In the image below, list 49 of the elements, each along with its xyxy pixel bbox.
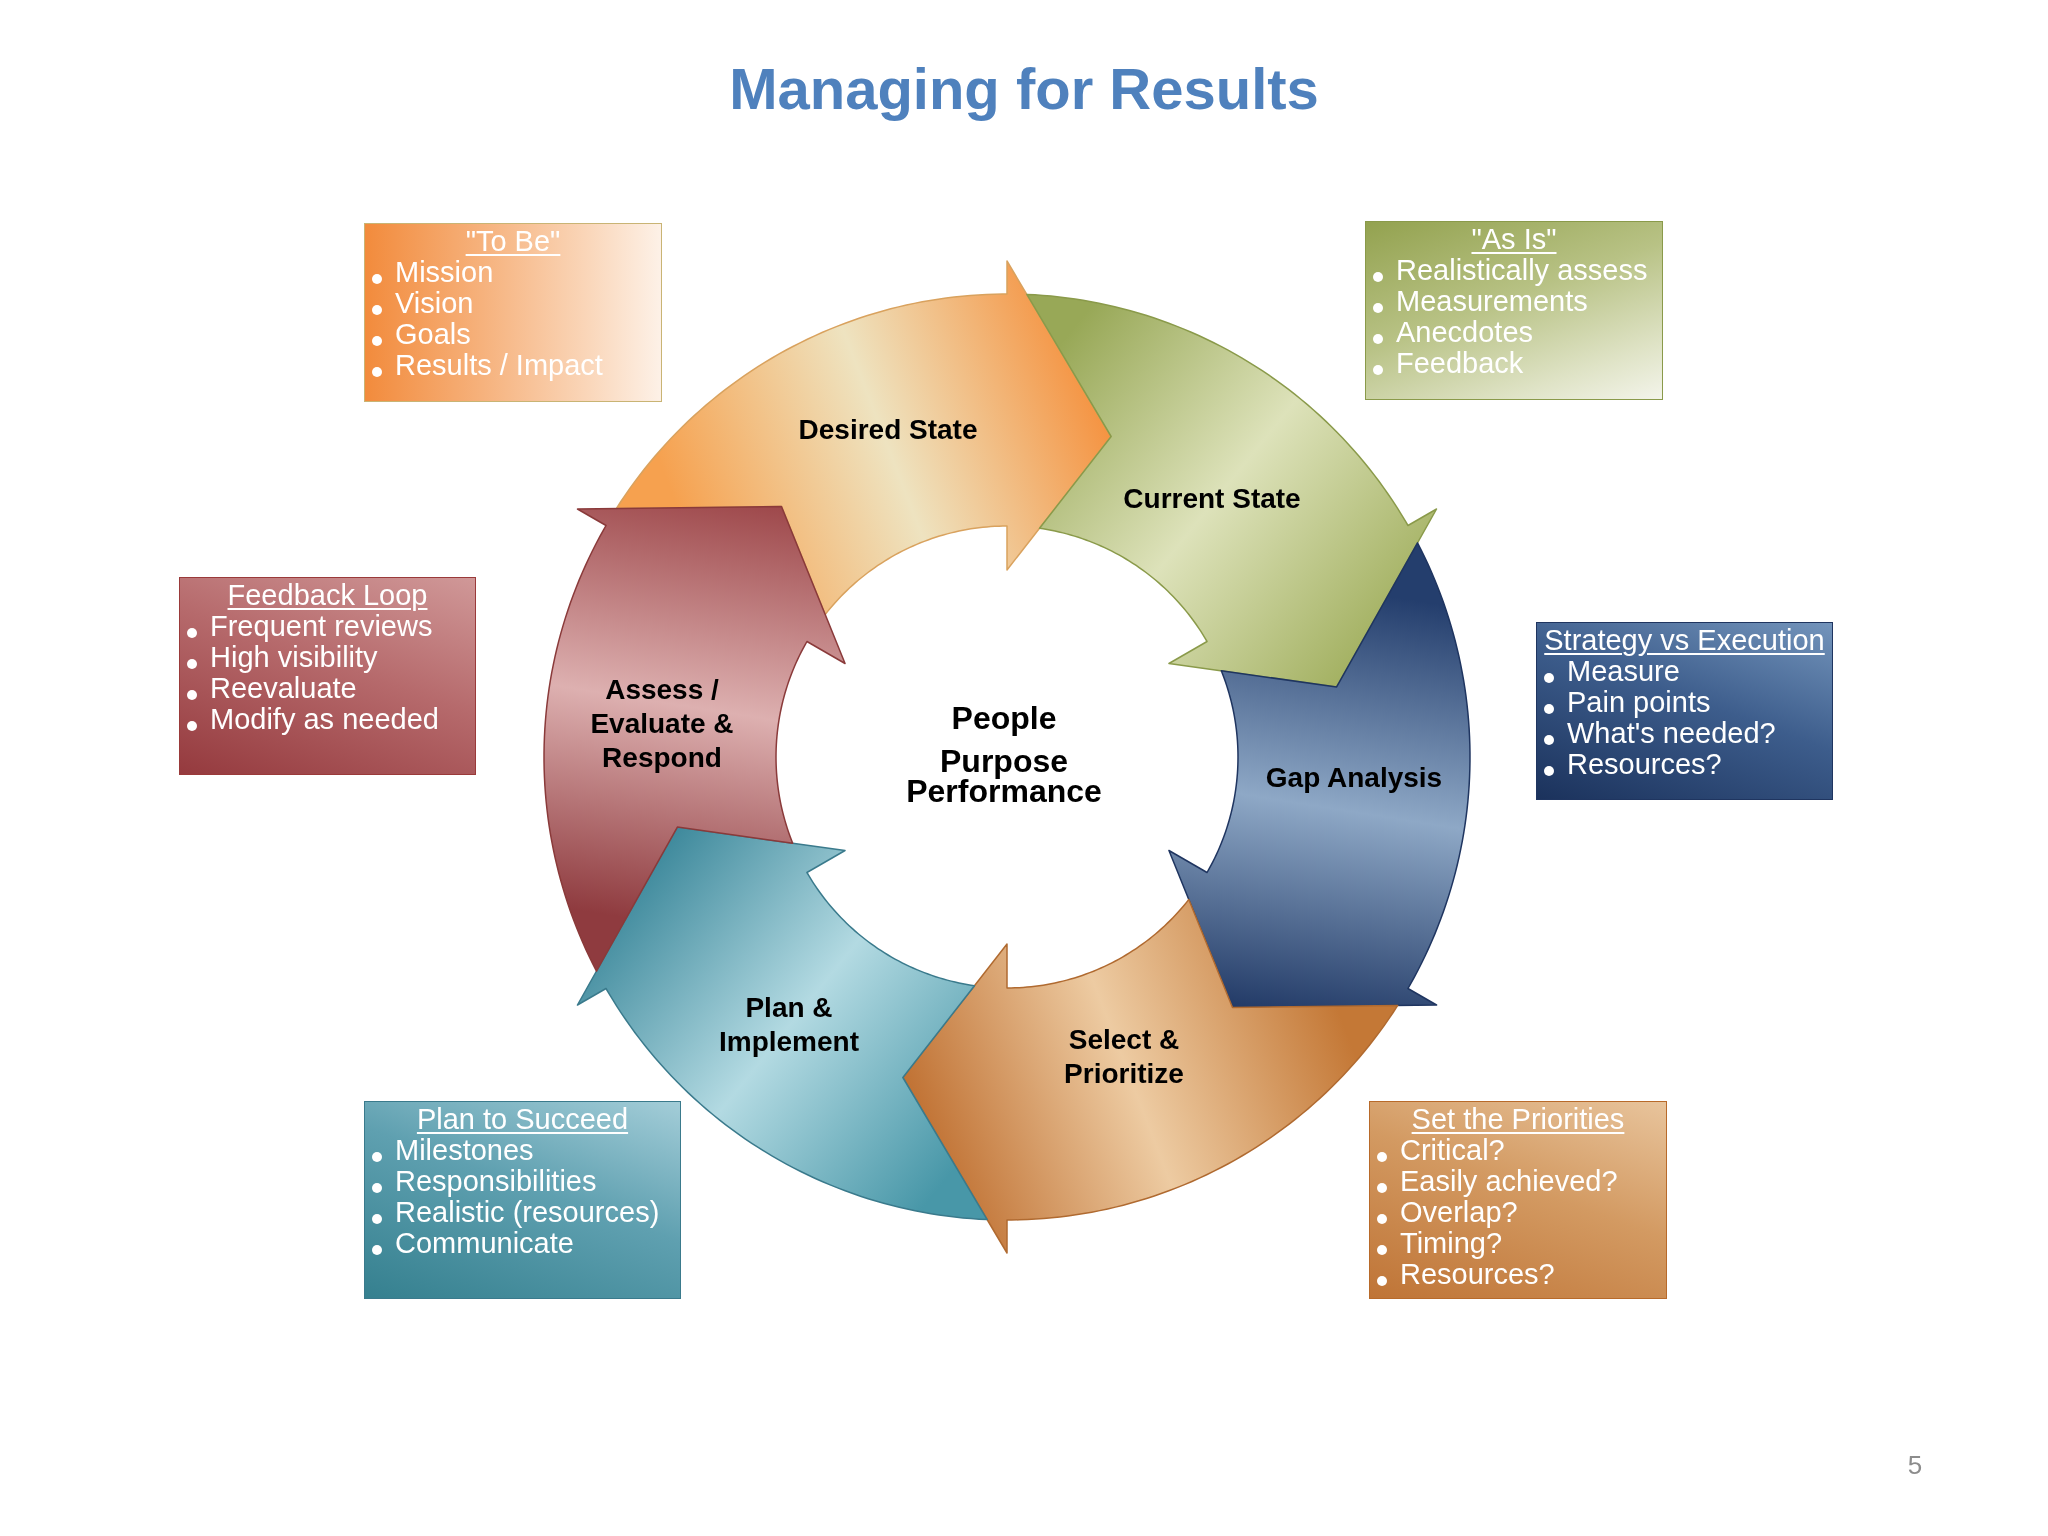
bullet-text: High visibility — [210, 641, 378, 673]
page-number: 5 — [1907, 1451, 1923, 1479]
segment-label: Assess / Evaluate & Respond — [589, 673, 735, 775]
bullet-text: Feedback — [1396, 347, 1524, 379]
note-card — [1365, 221, 1663, 400]
bullet-text: Resources? — [1567, 748, 1722, 780]
curved-arrow-segment — [543, 505, 847, 973]
bullet-text: Modify as needed — [210, 703, 439, 735]
bullet-text: What's needed? — [1567, 717, 1776, 749]
bullet-text: Results / Impact — [395, 349, 603, 381]
bullet-text: Realistically assess — [1396, 254, 1648, 286]
bullet-text: Responsibilities — [395, 1165, 597, 1197]
bullet-text: Resources? — [1400, 1258, 1555, 1290]
note-card — [364, 1101, 681, 1299]
card-heading: Feedback Loop — [227, 579, 428, 611]
note-card — [364, 223, 662, 402]
bullet-text: Timing? — [1400, 1227, 1503, 1259]
note-card — [179, 577, 476, 775]
bullet-text: Pain points — [1567, 686, 1711, 718]
card-heading: Strategy vs Execution — [1544, 624, 1825, 656]
bullet-text: Measurements — [1396, 285, 1588, 317]
segment-label: Current State — [1123, 482, 1301, 516]
bullet-text: Goals — [395, 318, 471, 350]
bullet-text: Critical? — [1400, 1134, 1505, 1166]
curved-arrow-segment — [615, 260, 1113, 616]
card-heading: "To Be" — [465, 225, 561, 257]
segment-label: Gap Analysis — [1265, 761, 1443, 795]
bullet-text: Realistic (resources) — [395, 1196, 660, 1228]
bullet-text: Vision — [395, 287, 474, 319]
bullet-text: Easily achieved? — [1400, 1165, 1618, 1197]
note-card — [1369, 1101, 1667, 1299]
title: Managing for Results — [729, 56, 1319, 122]
bullet-text: Frequent reviews — [210, 610, 433, 642]
segment-label: Select & Prioritize — [1063, 1023, 1185, 1091]
card-heading: Plan to Succeed — [416, 1103, 629, 1135]
bullet-text: Milestones — [395, 1134, 534, 1166]
bullet-text: Anecdotes — [1396, 316, 1534, 348]
bullet-text: Measure — [1567, 655, 1680, 687]
card-heading: "As Is" — [1471, 223, 1557, 255]
note-card — [1536, 622, 1833, 800]
bullet-text: Reevaluate — [210, 672, 357, 704]
segment-label: Plan & Implement — [718, 991, 860, 1059]
bullet-text: Communicate — [395, 1227, 574, 1259]
card-heading: Set the Priorities — [1411, 1103, 1625, 1135]
curved-arrow-segment — [1167, 541, 1471, 1009]
segment-label: Desired State — [798, 413, 978, 447]
bullet-text: Overlap? — [1400, 1196, 1518, 1228]
bullet-text: Mission — [395, 256, 494, 288]
curved-arrow-segment — [901, 898, 1399, 1254]
